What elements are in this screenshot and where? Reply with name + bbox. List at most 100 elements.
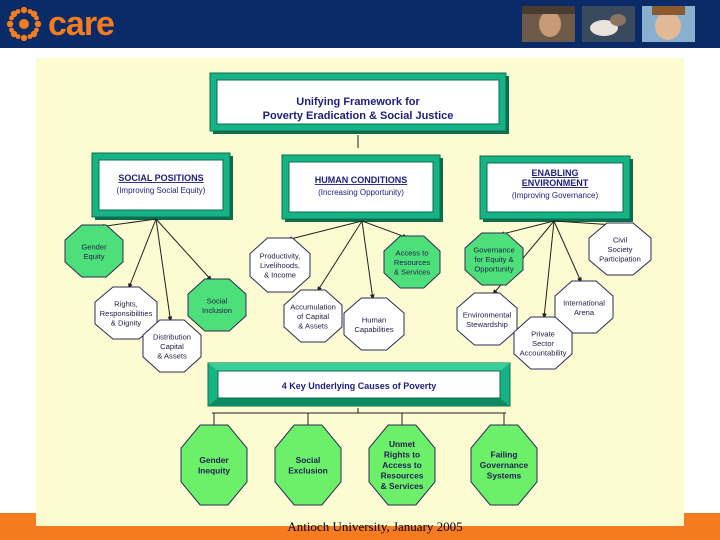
category-frame-1 — [91, 152, 233, 220]
sub-node-label: Equity — [83, 252, 104, 261]
cause-label: Resources — [381, 471, 424, 481]
sub-node-label: & Income — [264, 271, 296, 280]
sub-node-label: Opportunity — [474, 265, 513, 274]
header-bar: care — [0, 0, 720, 48]
arrow-line — [543, 220, 555, 320]
cause-node-2 — [274, 424, 342, 506]
causes-banner — [207, 362, 511, 407]
category-title: ENABLING — [532, 168, 579, 178]
arrow-line — [98, 218, 157, 228]
category-frame-2 — [281, 154, 443, 222]
sub-node-label: Resources — [394, 258, 430, 267]
footer-text: Antioch University, January 2005 — [287, 519, 463, 534]
title-line-1: Unifying Framework for — [296, 96, 420, 108]
sub-node-label: Environmental — [463, 310, 512, 319]
sub-node-11 — [456, 292, 518, 346]
sub-node-4 — [142, 319, 202, 373]
sub-node-label: International — [563, 298, 605, 307]
sub-node-3 — [187, 278, 247, 332]
arrow-line — [155, 218, 172, 323]
arrow-line — [498, 220, 555, 236]
category-title: HUMAN CONDITIONS — [315, 175, 408, 185]
cause-node-4 — [470, 424, 538, 506]
sub-node-12 — [554, 280, 614, 334]
sub-node-label: Participation — [599, 255, 641, 264]
sub-node-5 — [249, 237, 311, 293]
cause-label: Access to — [382, 460, 422, 470]
sub-node-label: Productivity, — [260, 252, 301, 261]
arrow-line — [286, 220, 363, 241]
arrow-line — [316, 220, 363, 293]
child-photo-1 — [522, 6, 575, 42]
category-subtitle: (Increasing Opportunity) — [318, 188, 404, 197]
sub-node-label: Civil — [613, 236, 628, 245]
cause-label: & Services — [381, 481, 424, 491]
sub-node-label: & Assets — [157, 352, 187, 361]
sub-node-label: Society — [608, 245, 633, 254]
sub-node-9 — [464, 232, 524, 286]
sub-node-label: Accumulation — [290, 303, 336, 312]
sub-node-label: Responsibilities — [100, 309, 153, 318]
cause-node-3 — [368, 424, 436, 506]
cause-label: Rights to — [384, 450, 420, 460]
sub-node-label: Distribution — [153, 333, 191, 342]
sub-node-label: Human — [362, 315, 386, 324]
title-line-2: Poverty Eradication & Social Justice — [263, 110, 454, 122]
causes-title: 4 Key Underlying Causes of Poverty — [282, 381, 437, 391]
sub-node-6 — [383, 235, 441, 289]
cause-label: Inequity — [198, 465, 230, 475]
sub-node-label: Inclusion — [202, 306, 232, 315]
sub-node-label: & Services — [394, 268, 430, 277]
cause-node-1 — [180, 424, 248, 506]
arrow-line — [361, 220, 374, 301]
arrow-line — [553, 220, 583, 284]
cause-label: Gender — [199, 455, 229, 465]
cause-label: Exclusion — [288, 465, 328, 475]
sub-node-label: Access to — [396, 249, 429, 258]
child-photo-2 — [642, 6, 695, 42]
cause-label: Governance — [480, 460, 529, 470]
arrow-line — [553, 220, 615, 226]
title-frame — [209, 72, 509, 134]
sub-node-label: Gender — [81, 242, 107, 251]
sub-node-10 — [588, 222, 652, 276]
sub-node-label: Capabilities — [354, 325, 393, 334]
hands-photo — [582, 6, 635, 42]
cause-label: Social — [296, 455, 321, 465]
sub-node-label: Stewardship — [466, 320, 508, 329]
arrow-head — [542, 313, 547, 319]
category-title: ENVIRONMENT — [522, 178, 589, 188]
sub-node-8 — [343, 297, 405, 351]
sub-node-label: of Capital — [297, 312, 329, 321]
category-title: SOCIAL POSITIONS — [118, 173, 203, 183]
sub-node-label: Sector — [532, 339, 554, 348]
care-logo[interactable]: care — [4, 3, 115, 45]
sub-node-label: & Dignity — [111, 319, 142, 328]
sub-node-label: Livelihoods, — [260, 261, 300, 270]
cause-label: Unmet — [389, 439, 415, 449]
arrow-line — [155, 218, 213, 282]
arrow-line — [361, 220, 409, 239]
sub-node-label: Accountability — [520, 349, 567, 358]
arrow-line — [127, 218, 157, 290]
category-frame-3 — [479, 155, 633, 222]
sub-node-13 — [513, 316, 573, 370]
cause-label: Systems — [487, 471, 522, 481]
sub-node-label: for Equity & — [474, 255, 513, 264]
sub-node-label: Private — [531, 330, 555, 339]
sub-node-2 — [94, 286, 158, 340]
sub-node-label: & Assets — [298, 322, 328, 331]
sub-node-label: Governance — [473, 246, 514, 255]
sub-node-label: Arena — [574, 308, 595, 317]
sub-node-label: Rights, — [114, 300, 138, 309]
cause-label: Failing — [491, 450, 518, 460]
sub-node-7 — [283, 289, 343, 343]
category-subtitle: (Improving Governance) — [512, 191, 599, 200]
sub-node-label: Capital — [160, 342, 184, 351]
care-sun-icon — [6, 6, 42, 42]
category-subtitle: (Improving Social Equity) — [117, 186, 206, 195]
sub-node-1 — [64, 224, 124, 278]
logo-text: care — [48, 4, 115, 43]
